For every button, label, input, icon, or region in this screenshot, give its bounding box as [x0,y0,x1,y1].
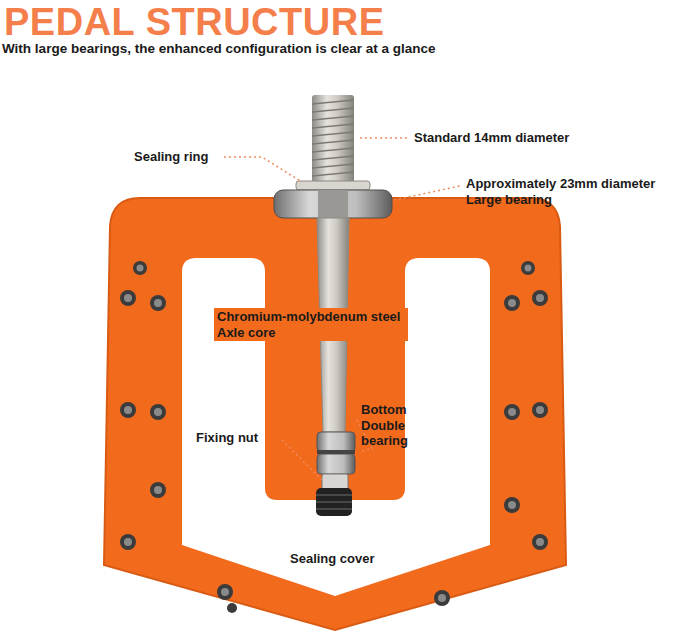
pins [120,261,548,613]
callout-label: Sealing cover [290,551,375,567]
pedal-body [104,198,566,630]
callout-label: Bottom Double bearing [361,402,411,449]
callout-label: Approximately 23mm diameter Large bearin… [466,176,660,207]
callout-label: Standard 14mm diameter [414,130,569,146]
sealing-cover [316,488,352,516]
double-bearing [317,432,355,474]
fixing-nut [322,474,348,490]
large-bearing [274,190,392,218]
axle-thread [312,95,354,183]
callout-label: Chromium-molybdenum steel Axle core [214,308,408,341]
callout-label: Fixing nut [196,430,258,446]
sealing-ring [296,181,370,190]
title: PEDAL STRUCTURE [4,0,385,46]
body-edge [104,198,566,630]
subtitle: With large bearings, the enhanced config… [2,41,435,57]
callout-label: Sealing ring [134,149,208,165]
